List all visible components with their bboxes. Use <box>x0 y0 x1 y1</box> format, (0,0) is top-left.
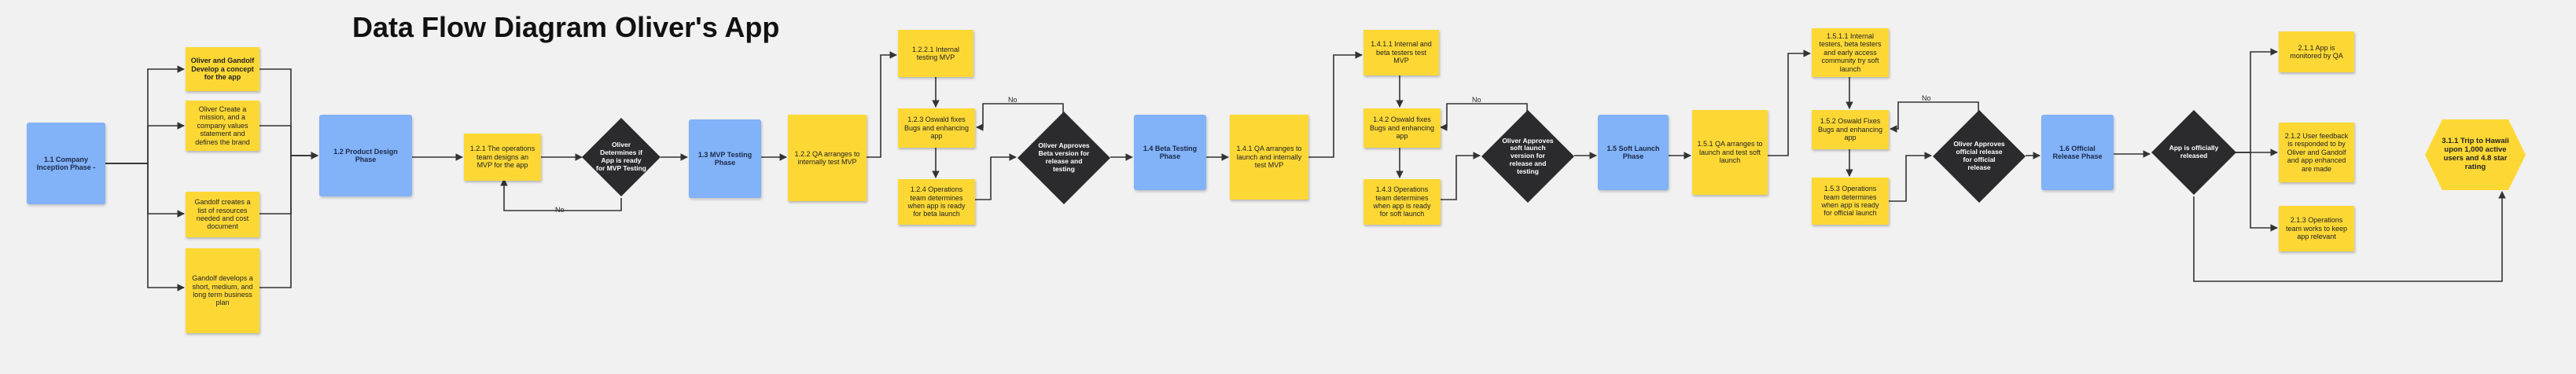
sticky-mission: Oliver Create a mission, and a company v… <box>186 101 259 151</box>
sticky-concept: Oliver and Gandolf Develop a concept for… <box>186 47 259 91</box>
edge-inception-resources <box>105 163 185 218</box>
sticky-2-1-1: 2.1.1 App is monitored by QA <box>2279 31 2354 72</box>
edge-label-no-4: No <box>1922 94 1931 102</box>
edge-inception-concept <box>105 65 185 164</box>
sticky-1-2-3: 1.2.3 Oswald fixes Bugs and enhancing ap… <box>898 108 975 148</box>
sticky-1-4-1: 1.4.1 QA arranges to launch and internal… <box>1230 115 1308 200</box>
edge-label-no-1: No <box>555 206 565 214</box>
decision-official-release-approval: Oliver Approves official release for off… <box>1933 110 2026 203</box>
sticky-2-1-2: 2.1.2 User feedback is responded to by O… <box>2279 123 2354 182</box>
phase-mvp-testing: 1.3 MVP Testing Phase <box>689 119 761 198</box>
phase-soft-launch: 1.5 Soft Launch Phase <box>1598 115 1669 190</box>
edge-soft-no-142 <box>1440 103 1528 131</box>
edge-released-311 <box>2193 191 2506 282</box>
edge-official-no-152 <box>1890 101 1979 133</box>
edge-inception-mission <box>105 122 185 164</box>
edge-label-no-3: No <box>1472 96 1481 104</box>
edge-label-no-2: No <box>1008 96 1018 104</box>
decision-official-release-approval-label: Oliver Approves official release for off… <box>1953 140 2005 171</box>
goal-hexagon: 3.1.1 Trip to Hawaii upon 1,000 active u… <box>2425 119 2526 190</box>
edge-released-213 <box>2233 152 2278 232</box>
sticky-resources: Gandolf creates a list of resources need… <box>186 192 259 237</box>
sticky-1-5-1: 1.5.1 QA arranges to launch and test sof… <box>1692 110 1768 195</box>
edge-153-official <box>1889 152 1932 202</box>
edge-122-1221 <box>867 51 897 158</box>
hexagon-shape <box>2425 119 2526 190</box>
edge-inception-plan <box>105 163 185 292</box>
decision-mvp-ready: Oliver Determines if App is ready for MV… <box>582 118 661 196</box>
sticky-business-plan: Gandolf develops a short, medium, and lo… <box>186 248 259 333</box>
edge-beta-no-123 <box>976 103 1064 131</box>
decision-app-released-label: App is officially released <box>2169 144 2219 160</box>
sticky-1-4-3: 1.4.3 Operations team determines when ap… <box>1363 179 1441 225</box>
sticky-1-5-1-1: 1.5.1.1 Internal testers, beta testers a… <box>1812 28 1889 77</box>
phase-product-design: 1.2 Product Design Phase <box>319 115 412 196</box>
diagram-title: Data Flow Diagram Oliver's App <box>352 11 780 43</box>
edge-released-211 <box>2233 48 2278 153</box>
edge-resources-design <box>259 152 318 214</box>
decision-diamond-shape <box>2151 110 2236 195</box>
edge-141-1411 <box>1308 51 1363 158</box>
edge-concept-design <box>259 68 318 160</box>
sticky-1-2-1: 1.2.1 The operations team designs an MVP… <box>464 134 541 181</box>
decision-diamond-shape <box>1481 110 1574 203</box>
sticky-1-2-2-1: 1.2.2.1 Internal testing MVP <box>898 30 973 77</box>
edge-decision-no-121 <box>500 178 622 211</box>
edge-124-beta <box>975 153 1017 200</box>
phase-beta-testing: 1.4 Beta Testing Phase <box>1134 115 1206 190</box>
edge-mission-design <box>259 125 318 160</box>
decision-app-released: App is officially released <box>2151 110 2236 195</box>
phase-company-inception: 1.1 Company Inception Phase - <box>27 123 105 204</box>
sticky-1-4-2: 1.4.2 Oswald fixes Bugs and enhancing ap… <box>1363 108 1441 148</box>
sticky-1-2-2: 1.2.2 QA arranges to internally test MVP <box>788 115 867 201</box>
decision-soft-launch-approval-label: Oliver Approves soft launch version for … <box>1502 136 1554 175</box>
sticky-2-1-3: 2.1.3 Operations team works to keep app … <box>2279 206 2354 251</box>
sticky-3-1-1: 3.1.1 Trip to Hawaii upon 1,000 active u… <box>2442 137 2509 171</box>
decision-diamond-shape <box>1933 110 2026 203</box>
edge-143-soft <box>1441 152 1481 200</box>
decision-mvp-ready-label: Oliver Determines if App is ready for MV… <box>596 141 646 172</box>
decision-beta-approval-label: Oliver Approves Beta version for release… <box>1038 141 1090 173</box>
decision-soft-launch-approval: Oliver Approves soft launch version for … <box>1481 110 1574 203</box>
sticky-1-2-4: 1.2.4 Operations team determines when ap… <box>898 179 975 225</box>
sticky-1-5-2: 1.5.2 Oswald Fixes Bugs and enhancing ap… <box>1812 110 1889 149</box>
sticky-1-4-1-1: 1.4.1.1 Internal and beta testers test M… <box>1363 30 1439 75</box>
edge-151-1511 <box>1768 50 1811 156</box>
sticky-1-5-3: 1.5.3 Operations team determines when ap… <box>1812 178 1889 225</box>
edge-plan-design <box>259 152 318 288</box>
decision-diamond-shape <box>1018 112 1110 204</box>
decision-diamond-shape <box>582 118 661 196</box>
decision-beta-approval: Oliver Approves Beta version for release… <box>1018 112 1110 204</box>
phase-official-release: 1.6 Official Release Phase <box>2041 115 2114 190</box>
